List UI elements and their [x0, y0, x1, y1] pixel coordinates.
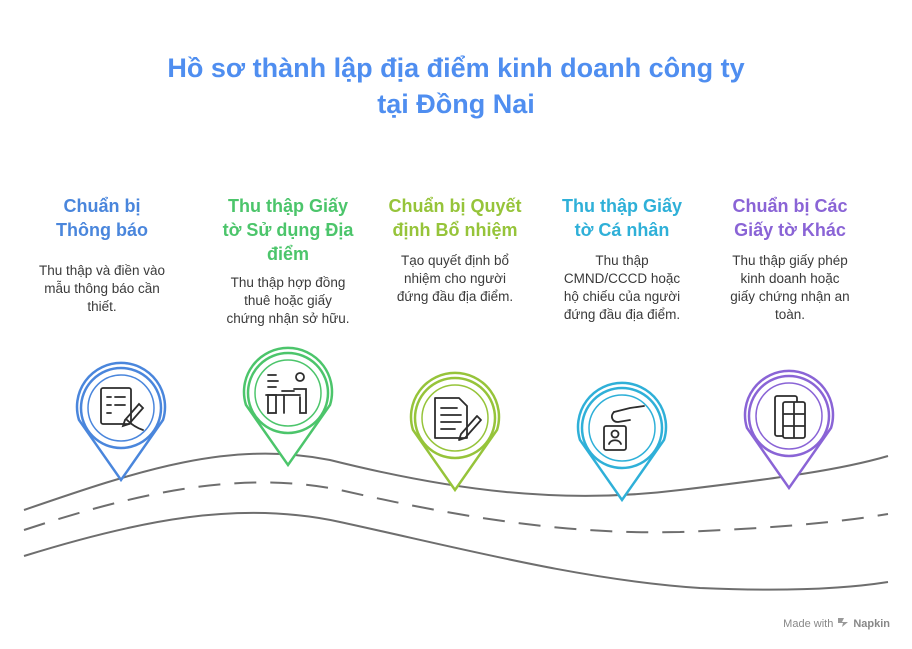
- step-desc-line: mẫu thông báo cần: [44, 281, 160, 296]
- pin-step-3: [409, 371, 501, 493]
- step-title-line: điểm: [266, 244, 309, 264]
- form-pen-icon: [100, 387, 145, 431]
- document-pencil-icon: [434, 397, 482, 441]
- step-title-line: Chuẩn bị Quyết: [388, 196, 522, 216]
- step-title: Thu thập Giấy tờ Sử dụng Địa điểm: [198, 194, 378, 266]
- pin-step-1: [75, 361, 167, 483]
- step-collect-location-docs: Thu thập Giấy tờ Sử dụng Địa điểm Thu th…: [198, 194, 378, 328]
- step-description: Thu thập CMND/CCCD hoặc hộ chiếu của ngư…: [532, 252, 712, 324]
- step-title-line: Thông báo: [56, 220, 148, 240]
- step-desc-line: kinh doanh hoặc: [740, 271, 840, 286]
- step-prepare-appointment: Chuẩn bị Quyết định Bổ nhiệm Tạo quyết đ…: [365, 194, 545, 306]
- stacked-papers-icon: [774, 395, 806, 439]
- id-card-hand-icon: [603, 405, 645, 451]
- step-desc-line: đứng đầu địa điểm.: [396, 289, 514, 304]
- step-desc-line: đứng đầu địa điểm.: [563, 307, 681, 322]
- step-description: Thu thập và điền vào mẫu thông báo cần t…: [12, 262, 192, 316]
- step-description: Thu thập giấy phép kinh doanh hoặc giấy …: [700, 252, 880, 324]
- step-desc-line: nhiệm cho người: [404, 271, 506, 286]
- step-title-line: Chuẩn bị Các: [732, 196, 848, 216]
- step-desc-line: Thu thập: [595, 253, 649, 268]
- step-desc-line: Thu thập và điền vào: [38, 263, 166, 278]
- step-description: Thu thập hợp đồng thuê hoặc giấy chứng n…: [198, 274, 378, 328]
- step-collect-personal-docs: Thu thập Giấy tờ Cá nhân Thu thập CMND/C…: [532, 194, 712, 324]
- napkin-logo-icon: [837, 616, 849, 631]
- step-desc-line: Thu thập hợp đồng: [230, 275, 346, 290]
- step-desc-line: thiết.: [87, 299, 117, 314]
- step-description: Tạo quyết định bổ nhiệm cho người đứng đ…: [365, 252, 545, 306]
- made-with-footer: Made with Napkin: [783, 616, 890, 631]
- step-title: Thu thập Giấy tờ Cá nhân: [532, 194, 712, 242]
- step-title-line: tờ Cá nhân: [574, 220, 670, 240]
- step-desc-line: thuê hoặc giấy: [244, 293, 332, 308]
- step-prepare-notice: Chuẩn bị Thông báo Thu thập và điền vào …: [12, 194, 192, 316]
- step-desc-line: toàn.: [774, 307, 806, 322]
- step-desc-line: giấy chứng nhận an: [730, 289, 850, 304]
- step-desc-line: CMND/CCCD hoặc: [563, 271, 681, 286]
- step-title: Chuẩn bị Thông báo: [12, 194, 192, 242]
- title-line-2: tại Đồng Nai: [377, 89, 535, 119]
- desk-worker-icon: [265, 372, 307, 414]
- step-title-line: Chuẩn bị: [63, 196, 141, 216]
- road-center-line: [23, 481, 889, 534]
- napkin-brand: Napkin: [853, 617, 890, 630]
- step-title-line: Thu thập Giấy: [561, 196, 682, 216]
- pin-step-5: [743, 369, 835, 491]
- step-title-line: tờ Sử dụng Địa: [222, 220, 354, 240]
- step-desc-line: Thu thập giấy phép: [732, 253, 848, 268]
- pin-step-2: [242, 346, 334, 468]
- step-title: Chuẩn bị Các Giấy tờ Khác: [700, 194, 880, 242]
- step-desc-line: hộ chiếu của người: [563, 289, 681, 304]
- step-title-line: Thu thập Giấy: [227, 196, 348, 216]
- step-desc-line: chứng nhận sở hữu.: [226, 311, 350, 326]
- step-desc-line: Tạo quyết định bổ: [400, 253, 510, 268]
- made-with-label: Made with: [783, 617, 834, 630]
- title-line-1: Hồ sơ thành lập địa điểm kinh doanh công…: [167, 53, 745, 83]
- step-title-line: định Bổ nhiệm: [392, 220, 518, 240]
- step-prepare-other-docs: Chuẩn bị Các Giấy tờ Khác Thu thập giấy …: [700, 194, 880, 324]
- page-title: Hồ sơ thành lập địa điểm kinh doanh công…: [0, 50, 912, 122]
- road-bottom-edge: [23, 511, 889, 591]
- step-title: Chuẩn bị Quyết định Bổ nhiệm: [365, 194, 545, 242]
- pin-step-4: [576, 381, 668, 503]
- step-title-line: Giấy tờ Khác: [734, 220, 846, 240]
